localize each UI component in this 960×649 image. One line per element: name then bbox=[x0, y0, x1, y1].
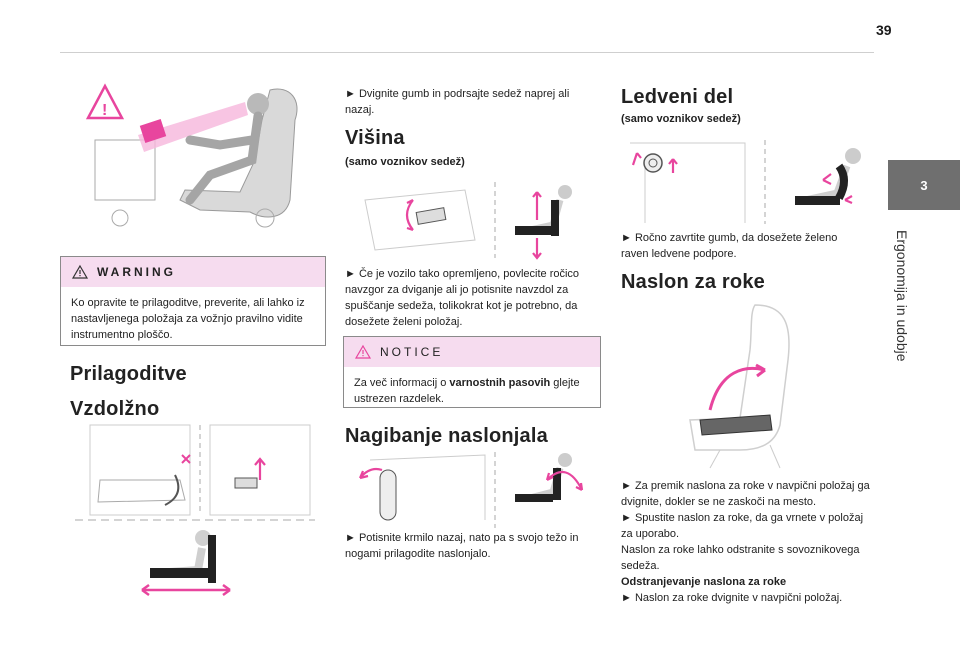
page-number: 39 bbox=[876, 22, 892, 38]
nagibanje-instruction: ► Potisnite krmilo nazaj, nato pa s svoj… bbox=[345, 532, 579, 560]
notice-bold-link: varnostnih pasovih bbox=[449, 377, 551, 389]
visina-instruction: ► Če je vozilo tako opremljeno, povlecit… bbox=[345, 268, 580, 328]
ledveni-instruction: ► Ročno zavrtite gumb, da dosežete želen… bbox=[621, 232, 838, 260]
driver-position-illustration: ! bbox=[85, 83, 298, 228]
chapter-tab[interactable]: 3 bbox=[888, 160, 960, 210]
notice-box: NOTICE Za več informacij o varnostnih pa… bbox=[343, 336, 601, 408]
visina-subtitle: (samo voznikov sedež) bbox=[345, 156, 465, 168]
heading-nagibanje: Nagibanje naslonjala bbox=[345, 425, 548, 447]
naslon-p3: Naslon za roke lahko odstranite s sovozn… bbox=[621, 544, 860, 572]
armrest-illustration bbox=[689, 304, 790, 469]
warning-box: WARNING Ko opravite te prilagoditve, pre… bbox=[60, 256, 326, 346]
backrest-tilt-illustration bbox=[358, 452, 584, 528]
longitudinal-instruction: ► Dvignite gumb in podrsajte sedež napre… bbox=[345, 88, 570, 116]
heading-prilagoditve: Prilagoditve bbox=[70, 363, 187, 385]
notice-header: NOTICE bbox=[344, 337, 600, 367]
naslon-text: ► Za premik naslona za roke v navpični p… bbox=[621, 478, 871, 606]
warning-icon bbox=[71, 264, 89, 279]
heading-naslon: Naslon za roke bbox=[621, 271, 765, 293]
top-rule bbox=[60, 52, 874, 53]
warning-header: WARNING bbox=[61, 257, 325, 287]
seat-longitudinal-illustration bbox=[75, 424, 315, 597]
notice-text: Za več informacij o varnostnih pasovih g… bbox=[354, 377, 580, 405]
ledveni-subtitle: (samo voznikov sedež) bbox=[621, 113, 741, 125]
naslon-p5: ► Naslon za roke dvignite v navpični pol… bbox=[621, 592, 843, 604]
lumbar-illustration bbox=[630, 140, 861, 224]
seat-height-illustration bbox=[364, 182, 572, 260]
warning-triangle-icon bbox=[85, 83, 125, 120]
warning-title: WARNING bbox=[97, 265, 176, 279]
heading-vzdolzno: Vzdolžno bbox=[70, 398, 160, 420]
notice-icon bbox=[354, 344, 372, 359]
heading-visina: Višina bbox=[345, 127, 405, 149]
naslon-p1: ► Za premik naslona za roke v navpični p… bbox=[621, 480, 870, 508]
chapter-tab-label: Ergonomija in udobje bbox=[894, 230, 910, 362]
warning-text: Ko opravite te prilagoditve, preverite, … bbox=[71, 297, 305, 341]
notice-title: NOTICE bbox=[380, 345, 444, 359]
naslon-p2: ► Spustite naslon za roke, da ga vrnete … bbox=[621, 512, 864, 540]
naslon-p4: Odstranjevanje naslona za roke bbox=[621, 576, 787, 588]
heading-ledveni: Ledveni del bbox=[621, 86, 734, 108]
svg-text:!: ! bbox=[102, 102, 107, 119]
